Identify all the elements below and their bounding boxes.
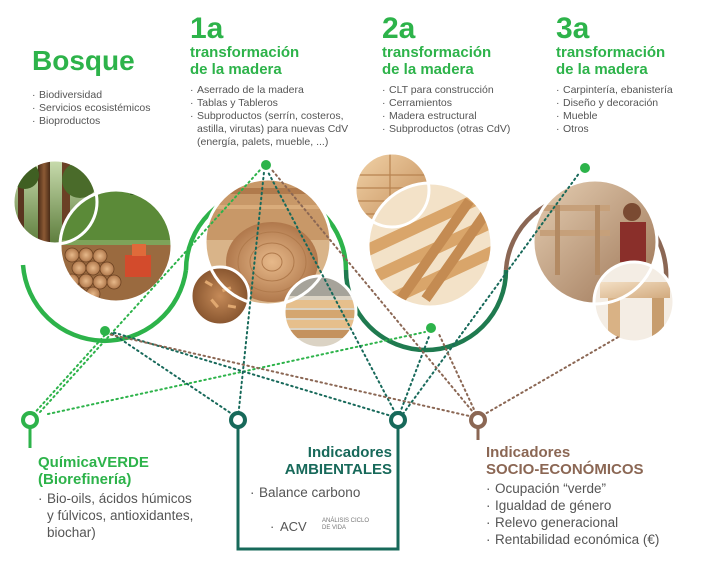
socio-title-line2: SOCIO-ECONÓMICOS (486, 461, 644, 478)
ambientales-block: Indicadores AMBIENTALES (248, 444, 392, 478)
stage-2a-subtitle-line1: transformación (382, 44, 492, 61)
timber-structure-photo (368, 183, 492, 307)
list-item: Cerramientos (382, 97, 552, 110)
list-item: Relevo generacional (486, 514, 711, 531)
socio-title-line1: Indicadores (486, 444, 571, 461)
log-pile-photo (60, 190, 172, 302)
ambientales-node-right (389, 411, 407, 429)
list-item: Ocupación “verde” (486, 480, 711, 497)
stage-2a-subtitle-line2: de la madera (382, 61, 474, 78)
list-item: Bio-oils, ácidos húmicos (38, 490, 238, 507)
quimica-block: QuímicaVERDE (Biorefinería) Bio-oils, ác… (38, 454, 238, 541)
socio-block: Indicadores SOCIO-ECONÓMICOS Ocupación “… (486, 444, 711, 548)
stage-3a-title: 3a transformación de la madera (556, 12, 716, 79)
socio-node (469, 411, 487, 429)
stage-1a-title: 1a transformación de la madera (190, 12, 370, 79)
list-item: Tablas y Tableros (190, 97, 370, 110)
quimica-list: Bio-oils, ácidos húmicos y fúlvicos, ant… (38, 490, 238, 541)
list-item-text: astilla, virutas) para nuevas CdV (197, 123, 349, 135)
list-item: Igualdad de género (486, 497, 711, 514)
list-item-text: biochar) (47, 525, 96, 540)
stage-3a-block: 3a transformación de la madera Carpinter… (556, 12, 716, 137)
stage-3a-list: Carpintería, ebanistería Diseño y decora… (556, 84, 716, 136)
list-item: Subproductos (otras CdV) (382, 123, 552, 136)
acv-note-line2: DE VIDA (322, 525, 347, 531)
stage-2a-node (424, 321, 438, 335)
stage-1a-node (259, 158, 273, 172)
list-item: Rentabilidad económica (€) (486, 531, 711, 548)
stage-1a-subtitle-line2: de la madera (190, 61, 282, 78)
list-item: CLT para construcción (382, 84, 552, 97)
bosque-node (98, 324, 112, 338)
list-item: Bioproductos (32, 115, 202, 128)
wood-chips-photo (191, 267, 249, 325)
socio-title: Indicadores SOCIO-ECONÓMICOS (486, 444, 711, 478)
stage-1a-number: 1a (190, 12, 224, 45)
list-item: Aserrado de la madera (190, 84, 370, 97)
ambientales-title: Indicadores AMBIENTALES (248, 444, 392, 478)
stage-2a-number: 2a (382, 12, 416, 45)
stage-1a-subtitle-line1: transformación (190, 44, 300, 61)
list-item: Madera estructural (382, 110, 552, 123)
ambientales-title-line1: Indicadores (307, 444, 392, 461)
acv-bullet: · (270, 519, 275, 534)
ambientales-node (229, 411, 247, 429)
list-item-continuation: biochar) (38, 524, 238, 541)
acv-text: ACV (280, 519, 307, 534)
acv-note: ANÁLISIS CICLO DE VIDA (322, 518, 369, 532)
list-item-continuation: astilla, virutas) para nuevas CdV (190, 123, 370, 136)
bosque-title: Bosque (32, 45, 135, 76)
stage-2a-list: CLT para construcción Cerramientos Mader… (382, 84, 552, 136)
list-item: Diseño y decoración (556, 97, 716, 110)
stage-2a-block: 2a transformación de la madera CLT para … (382, 12, 552, 137)
photo-borders (11, 151, 676, 350)
list-item: Mueble (556, 110, 716, 123)
bosque-list: Biodiversidad Servicios ecosistémicos Bi… (32, 89, 202, 128)
ambientales-list: Balance carbono (250, 484, 394, 501)
stage-1a-block: 1a transformación de la madera Aserrado … (190, 14, 370, 149)
ambientales-title-line2: AMBIENTALES (284, 461, 392, 478)
stage-3a-subtitle-line1: transformación (556, 44, 666, 61)
list-item: Servicios ecosistémicos (32, 102, 202, 115)
acv-label: · ACV ANÁLISIS CICLO DE VIDA (270, 518, 390, 538)
stage-3a-subtitle-line2: de la madera (556, 61, 648, 78)
bosque-arc (20, 264, 189, 344)
stage-3a-number: 3a (556, 12, 590, 45)
list-item: Subproductos (serrín, costeros, (190, 110, 370, 123)
bosque-block: Bosque Biodiversidad Servicios ecosistém… (32, 45, 202, 129)
list-item: Carpintería, ebanistería (556, 84, 716, 97)
ambientales-bracket (236, 427, 400, 551)
list-item-text: (energía, palets, mueble, ...) (197, 136, 329, 148)
quimica-title-line2: (Biorefinería) (38, 471, 132, 488)
quimica-node (21, 411, 39, 429)
list-item-continuation: (energía, palets, mueble, ...) (190, 136, 370, 149)
dotted-connectors (29, 169, 621, 419)
stage-1a-list: Aserrado de la madera Tablas y Tableros … (190, 84, 370, 149)
list-item-continuation: y fúlvicos, antioxidantes, (38, 507, 238, 524)
stage-3a-node (578, 161, 592, 175)
socio-list: Ocupación “verde” Igualdad de género Rel… (486, 480, 711, 548)
list-item: Balance carbono (250, 484, 394, 501)
quimica-title-line1: QuímicaVERDE (38, 454, 149, 471)
quimica-title: QuímicaVERDE (Biorefinería) (38, 454, 238, 488)
list-item: Otros (556, 123, 716, 136)
list-item-text: y fúlvicos, antioxidantes, (47, 508, 194, 523)
acv-note-line1: ANÁLISIS CICLO (322, 518, 370, 524)
stage-2a-title: 2a transformación de la madera (382, 12, 552, 79)
list-item: Biodiversidad (32, 89, 202, 102)
